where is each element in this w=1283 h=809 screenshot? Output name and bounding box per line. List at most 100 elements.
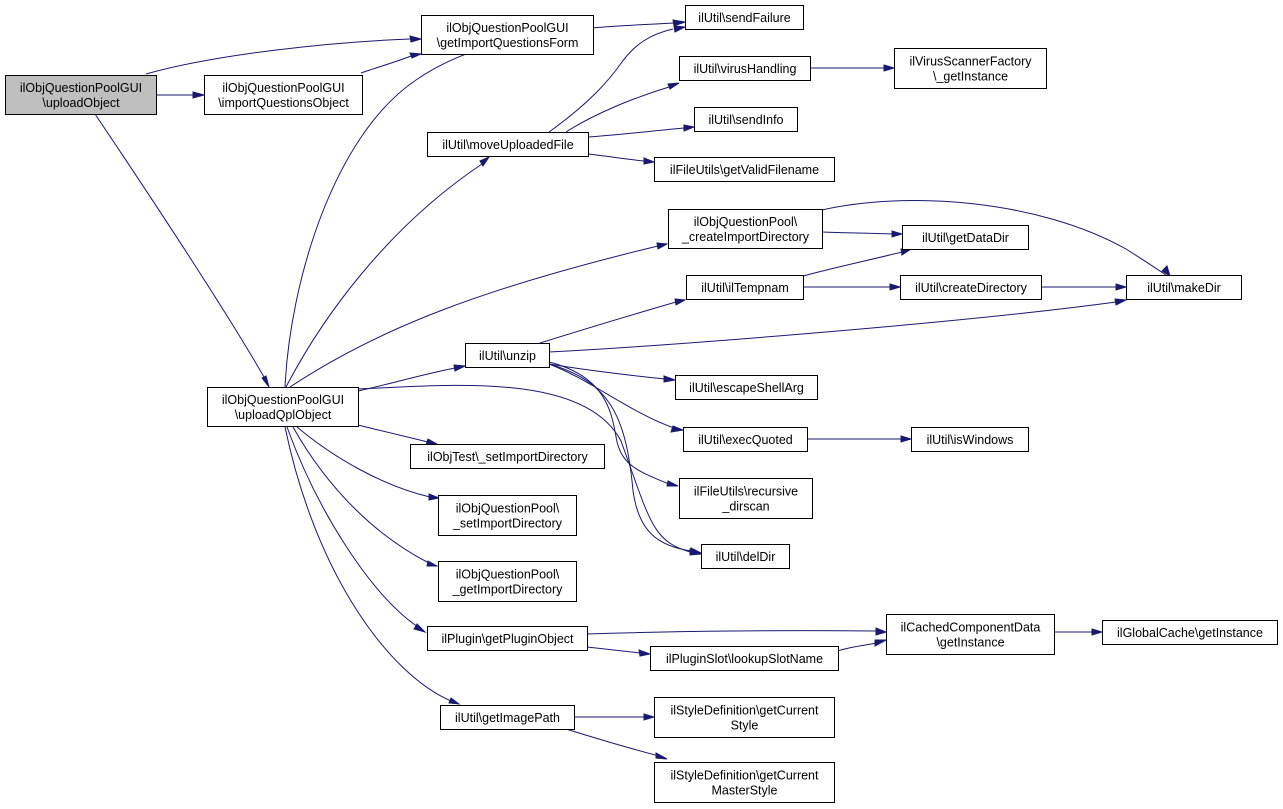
node-escape-shell-arg[interactable]: ilUtil\escapeShellArg (675, 375, 818, 400)
node-box (900, 275, 1042, 300)
edge-line (548, 28, 674, 133)
edge-get-plugin-object-to-cached-component-data (586, 627, 888, 636)
node-box (438, 561, 577, 602)
edge-line (586, 646, 641, 654)
arrowhead-icon (1115, 283, 1128, 291)
node-label: ilUtil\ilTempnam (701, 281, 789, 295)
node-exec-quoted[interactable]: ilUtil\execQuoted (683, 427, 808, 452)
edges-layer (94, 19, 1171, 760)
node-box (410, 444, 605, 469)
node-box (654, 157, 835, 182)
node-set-import-directory[interactable]: ilObjQuestionPool\_setImportDirectory (438, 495, 577, 536)
arrowhead-icon (409, 52, 423, 59)
node-recursive-dirscan[interactable]: ilFileUtils\recursive_dirscan (679, 478, 813, 519)
node-box (650, 646, 839, 671)
edge-unzip-to-il-tempnam (539, 298, 687, 344)
edge-line (145, 38, 411, 75)
arrowhead-icon (667, 82, 680, 90)
edge-il-tempnam-to-get-data-dir (802, 248, 913, 277)
node-upload-qpl-object[interactable]: ilObjQuestionPoolGUI\uploadQplObject (207, 387, 359, 427)
arrowhead-icon (670, 425, 685, 433)
node-del-dir[interactable]: ilUtil\delDir (701, 544, 790, 569)
node-box (683, 427, 808, 452)
node-global-cache[interactable]: ilGlobalCache\getInstance (1102, 620, 1278, 645)
node-box (675, 375, 818, 400)
arrowhead-icon (690, 547, 703, 555)
node-label: ilObjQuestionPool\ (456, 502, 560, 516)
node-label: ilObjQuestionPool\ (694, 215, 798, 229)
node-make-dir[interactable]: ilUtil\makeDir (1126, 275, 1242, 300)
node-send-info[interactable]: ilUtil\sendInfo (694, 107, 798, 132)
node-box (902, 225, 1029, 250)
edge-unzip-to-recursive-dirscan (548, 361, 679, 487)
node-box (204, 75, 363, 115)
node-get-image-path[interactable]: ilUtil\getImagePath (440, 705, 575, 730)
node-get-import-questions-form[interactable]: ilObjQuestionPoolGUI\getImportQuestionsF… (421, 15, 594, 55)
node-label: ilUtil\getImagePath (455, 711, 560, 725)
node-box (654, 762, 835, 803)
node-unzip[interactable]: ilUtil\unzip (465, 343, 550, 368)
node-send-failure[interactable]: ilUtil\sendFailure (685, 5, 804, 30)
node-lookup-slot-name[interactable]: ilPluginSlot\lookupSlotName (650, 646, 839, 671)
node-label: \getInstance (936, 636, 1004, 650)
edge-upload-qpl-object-to-create-import-directory (289, 242, 669, 388)
node-label: ilObjQuestionPoolGUI (20, 81, 142, 95)
edge-line (548, 361, 670, 485)
node-label: ilUtil\getDataDir (922, 231, 1009, 245)
node-move-uploaded-file[interactable]: ilUtil\moveUploadedFile (427, 132, 589, 157)
node-label: ilObjQuestionPoolGUI (222, 81, 344, 95)
node-il-tempnam[interactable]: ilUtil\ilTempnam (686, 275, 804, 300)
node-virus-handling[interactable]: ilUtil\virusHandling (679, 56, 811, 81)
node-label: ilUtil\isWindows (927, 433, 1014, 447)
edge-get-image-path-to-get-current-master-style (565, 728, 668, 760)
node-label: _setImportDirectory (452, 517, 563, 531)
edge-line (587, 127, 685, 138)
edge-line (548, 301, 1117, 353)
edge-upload-qpl-object-to-get-image-path (284, 426, 461, 705)
node-box (438, 495, 577, 536)
node-upload-object[interactable]: ilObjQuestionPoolGUI\uploadObject (5, 75, 157, 115)
node-label: ilUtil\unzip (479, 349, 536, 363)
node-virus-scanner-factory[interactable]: ilVirusScannerFactory\_getInstance (894, 48, 1047, 89)
edge-upload-qpl-object-to-get-plugin-object (286, 426, 427, 633)
node-import-questions-object[interactable]: ilObjQuestionPoolGUI\importQuestionsObje… (204, 75, 363, 115)
node-get-plugin-object[interactable]: ilPlugin\getPluginObject (427, 626, 588, 651)
node-label: ilStyleDefinition\getCurrent (671, 704, 820, 718)
node-obj-test-set-import-directory[interactable]: ilObjTest\_setImportDirectory (410, 444, 605, 469)
node-create-directory[interactable]: ilUtil\createDirectory (900, 275, 1042, 300)
node-label: ilUtil\sendFailure (698, 11, 790, 25)
node-box (5, 75, 157, 115)
node-box (654, 697, 835, 738)
node-get-valid-filename[interactable]: ilFileUtils\getValidFilename (654, 157, 835, 182)
edge-line (548, 363, 675, 429)
node-label: ilUtil\sendInfo (708, 113, 783, 127)
node-label: \_getInstance (933, 70, 1008, 84)
node-label: ilUtil\makeDir (1147, 281, 1221, 295)
arrowhead-icon (192, 91, 206, 99)
arrowhead-icon (683, 124, 696, 132)
edge-exec-quoted-to-is-windows (807, 435, 913, 443)
edge-upload-qpl-object-to-get-import-directory (292, 426, 439, 567)
node-label: _getImportDirectory (452, 583, 564, 597)
node-cached-component-data[interactable]: ilCachedComponentData\getInstance (886, 614, 1055, 655)
edge-move-uploaded-file-to-send-failure (548, 25, 687, 133)
edge-cached-component-data-to-global-cache (1054, 628, 1104, 636)
arrowhead-icon (638, 649, 652, 657)
edge-line (360, 55, 412, 74)
arrowhead-icon (409, 35, 423, 43)
edge-create-import-directory-to-get-data-dir (821, 230, 904, 238)
edge-move-uploaded-file-to-send-info (587, 124, 696, 138)
node-label: ilUtil\delDir (716, 550, 776, 564)
node-box (1126, 275, 1242, 300)
node-label: MasterStyle (712, 784, 778, 798)
edge-line (357, 424, 429, 443)
node-get-data-dir[interactable]: ilUtil\getDataDir (902, 225, 1029, 250)
arrowhead-icon (889, 283, 902, 291)
node-create-import-directory[interactable]: ilObjQuestionPool\_createImportDirectory (668, 209, 823, 249)
node-get-import-directory[interactable]: ilObjQuestionPool\_getImportDirectory (438, 561, 577, 602)
node-is-windows[interactable]: ilUtil\isWindows (911, 427, 1029, 452)
node-box (427, 132, 589, 157)
arrowhead-icon (1091, 628, 1104, 636)
